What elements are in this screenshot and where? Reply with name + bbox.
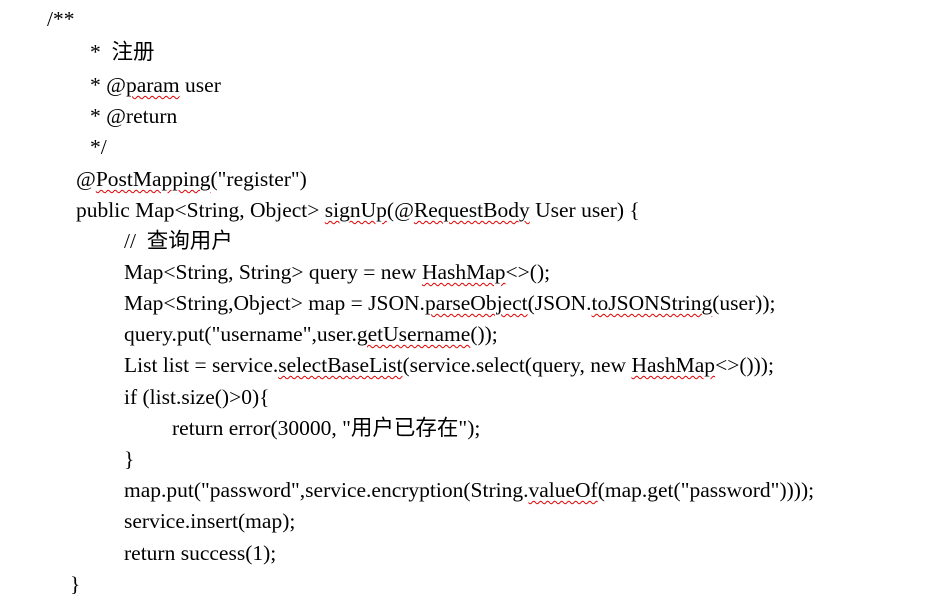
spellcheck-flagged-word: HashMap xyxy=(631,353,716,377)
code-text: ()); xyxy=(470,322,498,346)
code-text: if (list.size()>0){ xyxy=(124,385,270,409)
code-line: * 注册 xyxy=(90,39,155,65)
code-line: public Map<String, Object> signUp(@Reque… xyxy=(76,197,640,223)
spellcheck-flagged-word: HashMap xyxy=(421,260,506,284)
code-text: service.insert(map); xyxy=(124,509,296,533)
code-text: (map.get("password")))); xyxy=(597,478,815,502)
code-line: @PostMapping("register") xyxy=(76,166,307,192)
code-text: return success(1); xyxy=(124,541,277,565)
code-text: ("register") xyxy=(210,167,307,191)
code-text: public Map<String, Object> xyxy=(76,198,325,222)
spellcheck-flagged-word: signUp xyxy=(324,198,387,222)
code-line: return success(1); xyxy=(124,540,276,566)
code-text: // 查询用户 xyxy=(124,229,233,253)
code-text: } xyxy=(70,572,81,596)
code-line: // 查询用户 xyxy=(124,228,233,254)
code-line: } xyxy=(124,446,134,472)
spellcheck-flagged-word: RequestBody xyxy=(413,198,530,222)
code-text: * @return xyxy=(90,104,178,128)
code-line: /** xyxy=(47,6,74,32)
spellcheck-flagged-word: valueOf xyxy=(528,478,598,502)
code-text: * 注册 xyxy=(90,40,155,64)
code-line: */ xyxy=(90,134,107,160)
spellcheck-flagged-word: parseObject xyxy=(424,291,528,315)
code-line: Map<String, String> query = new HashMap<… xyxy=(124,259,550,285)
code-text: Map<String, String> query = new xyxy=(124,260,422,284)
code-text: user xyxy=(179,73,221,97)
code-line: List list = service.selectBaseList(servi… xyxy=(124,352,774,378)
code-line: * @param user xyxy=(90,72,221,98)
code-text: /** xyxy=(47,7,75,31)
spellcheck-flagged-word: getUsername xyxy=(356,322,471,346)
code-text: List list = service. xyxy=(124,353,279,377)
code-text: User user) { xyxy=(529,198,640,222)
code-text: Map<String,Object> map = JSON. xyxy=(124,291,425,315)
code-line: * @return xyxy=(90,103,177,129)
code-line: if (list.size()>0){ xyxy=(124,384,269,410)
code-text: query.put("username",user. xyxy=(124,322,357,346)
code-text: */ xyxy=(90,135,107,159)
spellcheck-flagged-word: selectBaseList xyxy=(278,353,403,377)
code-line: service.insert(map); xyxy=(124,508,295,534)
code-text: return error(30000, "用户已存在"); xyxy=(172,416,481,440)
code-text: (@ xyxy=(386,198,414,222)
code-text: <>(); xyxy=(505,260,551,284)
code-text: <>())); xyxy=(715,353,774,377)
code-text: } xyxy=(124,447,135,471)
code-text: (user)); xyxy=(712,291,776,315)
code-line: return error(30000, "用户已存在"); xyxy=(172,415,480,441)
spellcheck-flagged-word: param xyxy=(125,73,180,97)
code-text: * @ xyxy=(90,73,126,97)
code-line: map.put("password",service.encryption(St… xyxy=(124,477,814,503)
code-text: @ xyxy=(76,167,96,191)
spellcheck-flagged-word: PostMapping xyxy=(95,167,211,191)
code-text: (service.select(query, new xyxy=(402,353,632,377)
code-line: query.put("username",user.getUsername())… xyxy=(124,321,498,347)
spellcheck-flagged-word: toJSONString xyxy=(591,291,713,315)
code-line: Map<String,Object> map = JSON.parseObjec… xyxy=(124,290,775,316)
code-text: map.put("password",service.encryption(St… xyxy=(124,478,529,502)
code-line: } xyxy=(70,571,80,597)
code-text: (JSON. xyxy=(527,291,592,315)
